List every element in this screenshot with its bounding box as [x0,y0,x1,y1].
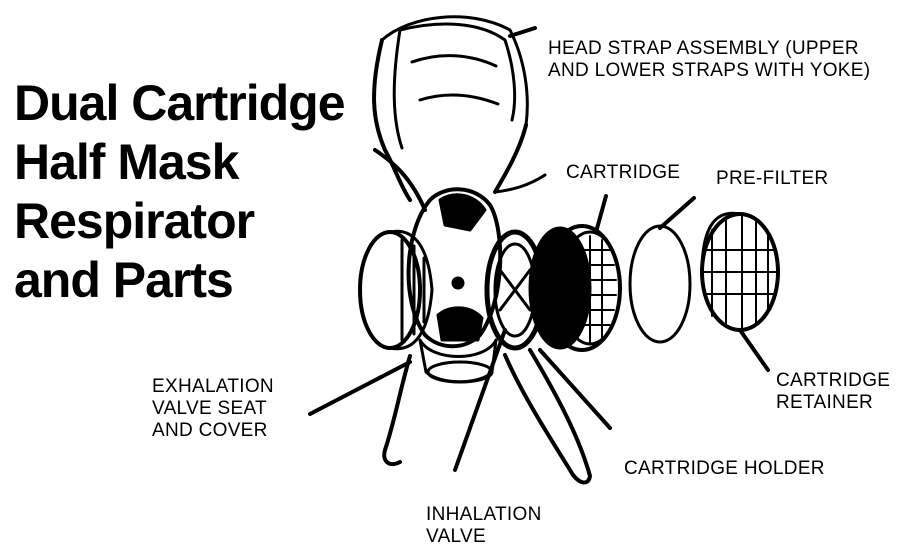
cartridge-retainer-label-line-2: RETAINER [776,392,890,414]
cartridge-drawing [530,226,620,350]
inhalation-valve-label-line-1: INHALATION [426,504,542,526]
exhalation-valve-label-line-1: EXHALATION [152,376,274,398]
cartridge-holder-label: CARTRIDGE HOLDER [624,458,825,480]
head-strap-label: HEAD STRAP ASSEMBLY (UPPER AND LOWER STR… [548,38,870,82]
inhalation-valve-label: INHALATION VALVE [426,504,542,548]
cartridge-retainer-label-line-1: CARTRIDGE [776,370,890,392]
cartridge-label: CARTRIDGE [566,162,680,184]
cartridge-retainer-drawing [702,213,778,330]
exhalation-valve-label: EXHALATION VALVE SEAT AND COVER [152,376,274,442]
head-strap-drawing [374,17,545,210]
cartridge-retainer-label: CARTRIDGE RETAINER [776,370,890,414]
exhalation-valve-label-line-3: AND COVER [152,420,274,442]
exhalation-valve-label-line-2: VALVE SEAT [152,398,274,420]
left-cartridge-drawing [360,231,432,348]
pre-filter-drawing [630,226,690,342]
pre-filter-label: PRE-FILTER [716,168,828,190]
head-strap-label-line-2: AND LOWER STRAPS WITH YOKE) [548,60,870,82]
head-strap-label-line-1: HEAD STRAP ASSEMBLY (UPPER [548,38,870,60]
inhalation-valve-label-line-2: VALVE [426,526,542,548]
